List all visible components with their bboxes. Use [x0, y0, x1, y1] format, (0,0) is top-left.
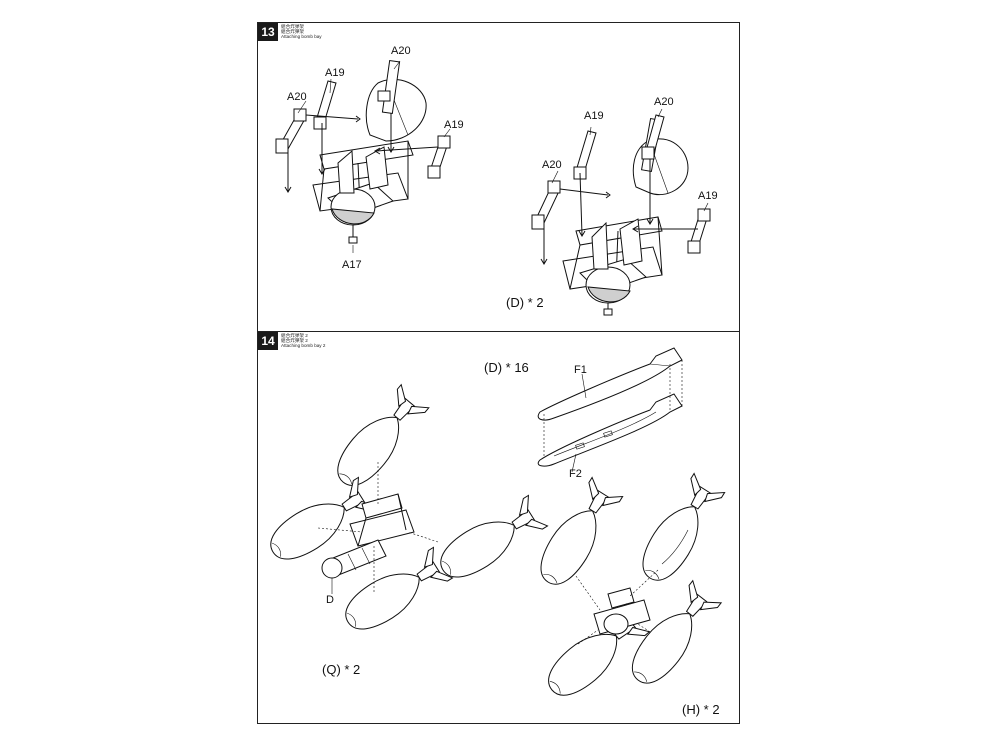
part-label-f1: F1	[574, 364, 587, 376]
rack-assembly-q	[261, 382, 550, 640]
step-14-panel: 14 組合炸弹架 2 組合炸彈架 2 Attaching bomb bay 2	[257, 331, 740, 724]
part-label-a17: A17	[342, 259, 362, 271]
part-label-a19: A19	[698, 190, 718, 202]
bomb-rack-assembly-icon	[275, 59, 711, 316]
step-number: 13	[258, 23, 278, 41]
quantity-label: (D) * 16	[484, 360, 529, 375]
rack-assembly-h	[530, 471, 727, 706]
quantity-label: (D) * 2	[506, 295, 544, 310]
part-label-a20: A20	[654, 96, 674, 108]
part-label-a20: A20	[287, 91, 307, 103]
part-label-a20: A20	[391, 45, 411, 57]
step-caption: 組合炸弹架 組合炸彈架 Attaching bomb bay	[281, 24, 322, 39]
part-label-a19: A19	[325, 67, 345, 79]
part-label-d: D	[326, 594, 334, 606]
step-number: 14	[258, 332, 278, 350]
rack-assembly-left	[275, 59, 451, 253]
bomb-icon	[261, 347, 727, 706]
part-label-f2: F2	[569, 468, 582, 480]
quantity-label: (H) * 2	[682, 702, 720, 717]
bomb-half-icon	[537, 347, 683, 473]
step-caption: 組合炸弹架 2 組合炸彈架 2 Attaching bomb bay 2	[281, 333, 326, 348]
part-label-a19: A19	[444, 119, 464, 131]
part-label-a20: A20	[542, 159, 562, 171]
quantity-label: (Q) * 2	[322, 662, 361, 677]
part-label-a19: A19	[584, 110, 604, 122]
rack-assembly-right	[531, 108, 711, 316]
step-13-panel: 13 組合炸弹架 組合炸彈架 Attaching bomb bay	[257, 22, 740, 332]
